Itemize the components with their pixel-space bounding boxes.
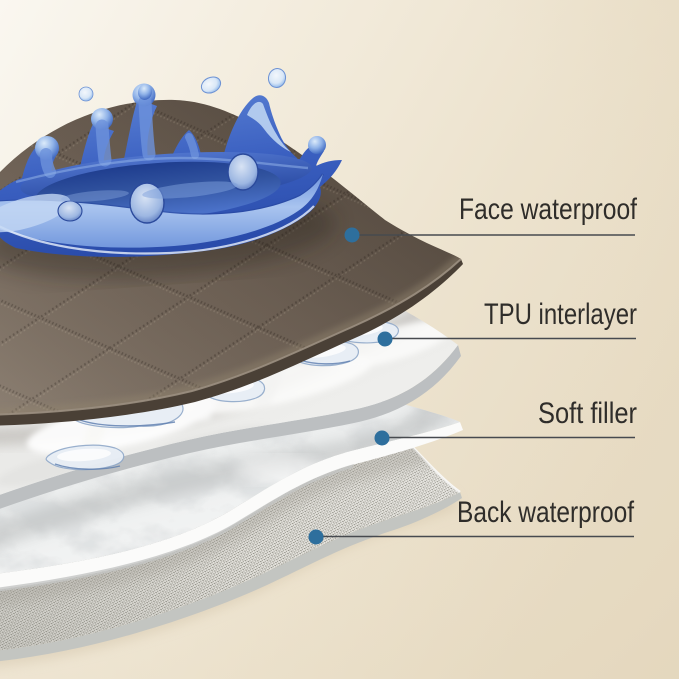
svg-text:TPU interlayer: TPU interlayer [484,298,637,331]
svg-text:Soft filler: Soft filler [538,397,637,430]
svg-text:Back waterproof: Back waterproof [457,496,635,529]
svg-text:Face waterproof: Face waterproof [459,193,638,226]
